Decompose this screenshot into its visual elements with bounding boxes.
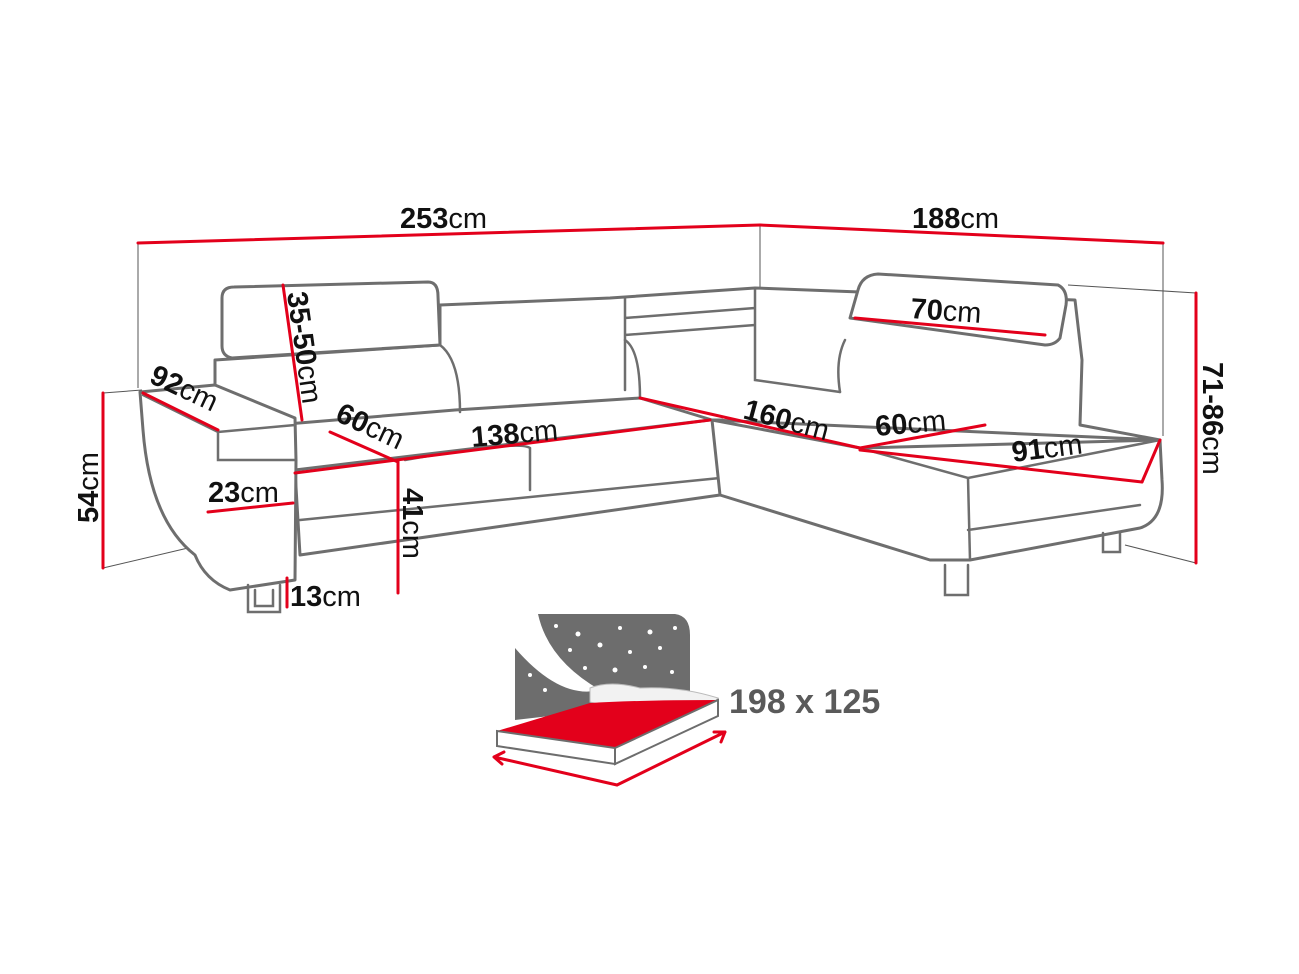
label-headrest-width: 70cm [910, 293, 983, 330]
label-chaise-seat-depth: 60cm [874, 405, 947, 443]
label-arm-height: 54cm [73, 452, 105, 523]
label-total-height: 71-86cm [1196, 362, 1228, 475]
sleeping-area-size: 198 x 125 [729, 683, 880, 721]
label-total-width: 253cm [400, 203, 487, 235]
label-seat-height: 41cm [396, 488, 428, 559]
label-chaise-width: 91cm [1010, 429, 1084, 469]
sofa-outline [138, 272, 1164, 614]
stars [528, 624, 677, 692]
label-leg-height: 13cm [290, 581, 361, 613]
dimension-lines [101, 223, 1198, 609]
label-arm-width: 23cm [208, 477, 279, 509]
bed-with-night-sky-icon [492, 614, 727, 787]
label-seat-width: 138cm [470, 415, 560, 454]
label-right-depth: 188cm [912, 203, 999, 235]
extension-lines [102, 225, 1197, 569]
